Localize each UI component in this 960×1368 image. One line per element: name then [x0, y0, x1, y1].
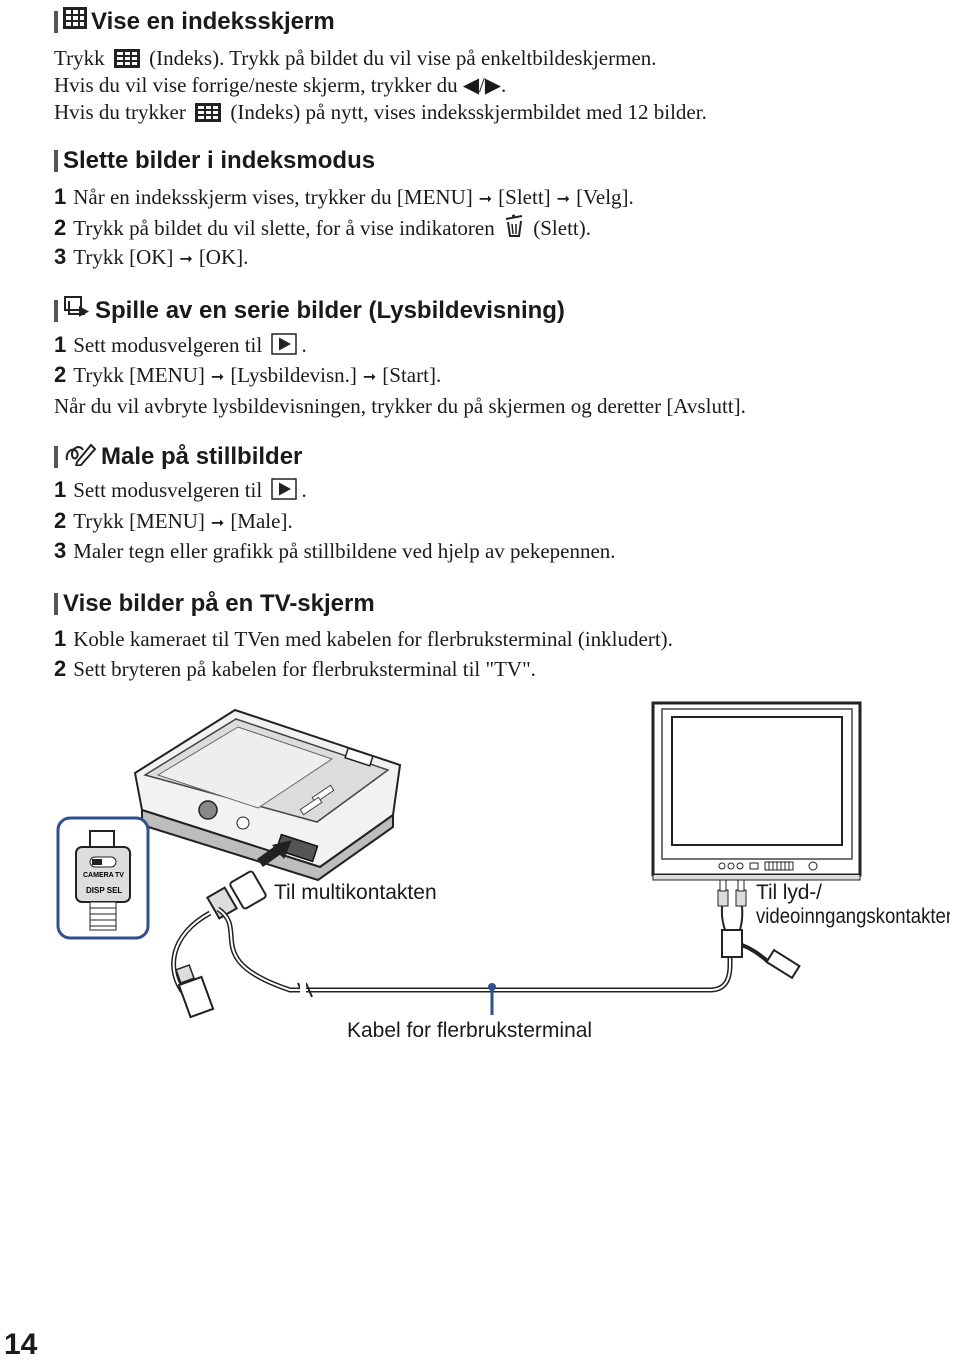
step-number: 3 — [54, 538, 67, 563]
step-text: [Start]. — [382, 363, 442, 387]
switch-callout: CAMERA TV DISP SEL — [56, 816, 150, 940]
index-icon — [113, 48, 140, 74]
playback-icon — [271, 333, 298, 361]
step-number: 2 — [54, 215, 67, 240]
arrow-right-icon: ➞ — [210, 367, 225, 386]
heading-marker — [54, 300, 58, 322]
disp-sel-label: DISP SEL — [86, 886, 122, 895]
index-heading-text: Vise en indeksskjerm — [91, 8, 335, 35]
step-number: 1 — [54, 184, 67, 209]
index-icon — [195, 102, 222, 128]
av-input-label-2: videoinngangskontakter — [756, 905, 950, 928]
arrow-right-icon: ➞ — [556, 189, 571, 208]
arrow-right-icon: ➞ — [179, 249, 193, 268]
tv-heading: Vise bilder på en TV-skjerm — [54, 589, 375, 619]
multi-connector-label: Til multikontakten — [274, 881, 437, 904]
arrow-right-icon: ➞ — [478, 189, 493, 208]
cable-illustration — [171, 870, 801, 1019]
step-text: . — [301, 333, 307, 357]
tv-connection-illustration: CAMERA TV DISP SEL — [56, 701, 950, 1042]
step-number: 1 — [54, 332, 67, 357]
arrow-right-icon: ➞ — [362, 367, 377, 386]
step-text: [Lysbildevisn.] — [230, 363, 357, 387]
step-number: 1 — [54, 626, 67, 651]
step-number: 3 — [54, 244, 67, 269]
step-number: 1 — [54, 477, 67, 502]
paint-heading-text: Male på stillbilder — [101, 443, 303, 470]
slideshow-note: Når du vil avbryte lysbildevisningen, tr… — [54, 394, 746, 418]
slideshow-heading: Spille av en serie bilder (Lysbildevisni… — [54, 295, 565, 327]
index-heading: Vise en indeksskjerm — [54, 7, 335, 37]
heading-marker — [54, 150, 58, 172]
heading-marker — [54, 593, 58, 615]
paint-heading: Male på stillbilder — [54, 440, 302, 474]
delete-heading: Slette bilder i indeksmodus — [54, 146, 375, 176]
index-line-3-b: (Indeks) på nytt, vises indeksskjermbild… — [230, 100, 707, 124]
step-text: Sett bryteren på kabelen for flerbrukste… — [73, 657, 536, 681]
index-line-1-b: (Indeks). Trykk på bildet du vil vise på… — [149, 46, 657, 70]
step-text: Maler tegn eller grafikk på stillbildene… — [73, 539, 616, 563]
step-text: Når en indeksskjerm vises, trykker du [M… — [73, 185, 473, 209]
step-text: Sett modusvelgeren til — [73, 478, 263, 502]
slideshow-heading-text: Spille av en serie bilder (Lysbildevisni… — [95, 297, 565, 324]
step-number: 2 — [54, 656, 67, 681]
heading-marker — [54, 11, 58, 33]
step-text: Trykk [MENU] — [73, 509, 205, 533]
step-text: . — [301, 478, 307, 502]
step-text: [Slett] — [498, 185, 551, 209]
cable-label: Kabel for flerbruksterminal — [347, 1019, 592, 1042]
step-number: 2 — [54, 508, 67, 533]
tv-heading-text: Vise bilder på en TV-skjerm — [63, 590, 375, 617]
step-number: 2 — [54, 362, 67, 387]
paint-icon — [63, 440, 97, 474]
playback-icon — [271, 478, 298, 506]
step-text: Koble kameraet til TVen med kabelen for … — [73, 627, 673, 651]
slideshow-icon — [63, 295, 91, 327]
delete-heading-text: Slette bilder i indeksmodus — [63, 147, 376, 174]
index-line-3: Hvis du trykker (Indeks) på nytt, vises … — [54, 99, 707, 128]
step-text: Trykk [OK] — [73, 245, 174, 269]
tv-illustration — [651, 701, 862, 881]
step-text: (Slett). — [533, 216, 591, 240]
step-text: Trykk på bildet du vil slette, for å vis… — [73, 216, 495, 240]
step-text: [OK]. — [198, 245, 249, 269]
trash-icon — [504, 214, 524, 244]
index-line-3-a: Hvis du trykker — [54, 100, 186, 124]
index-line-1-a: Trykk — [54, 46, 105, 70]
step-text: Trykk [MENU] — [73, 363, 205, 387]
step-text: [Velg]. — [576, 185, 634, 209]
step-text: Sett modusvelgeren til — [73, 333, 263, 357]
page-number: 14 — [4, 1328, 38, 1361]
camera-illustration — [133, 708, 402, 882]
heading-marker — [54, 446, 58, 468]
av-input-label-1: Til lyd-/ — [756, 881, 822, 904]
switch-tv-label: TV — [115, 872, 124, 879]
switch-camera-label: CAMERA — [83, 872, 114, 879]
index-icon — [63, 7, 87, 37]
arrow-right-icon: ➞ — [210, 513, 225, 532]
index-line-2: Hvis du vil vise forrige/neste skjerm, t… — [54, 73, 507, 97]
step-text: [Male]. — [230, 509, 293, 533]
index-line-1: Trykk (Indeks). Trykk på bildet du vil v… — [54, 45, 657, 74]
